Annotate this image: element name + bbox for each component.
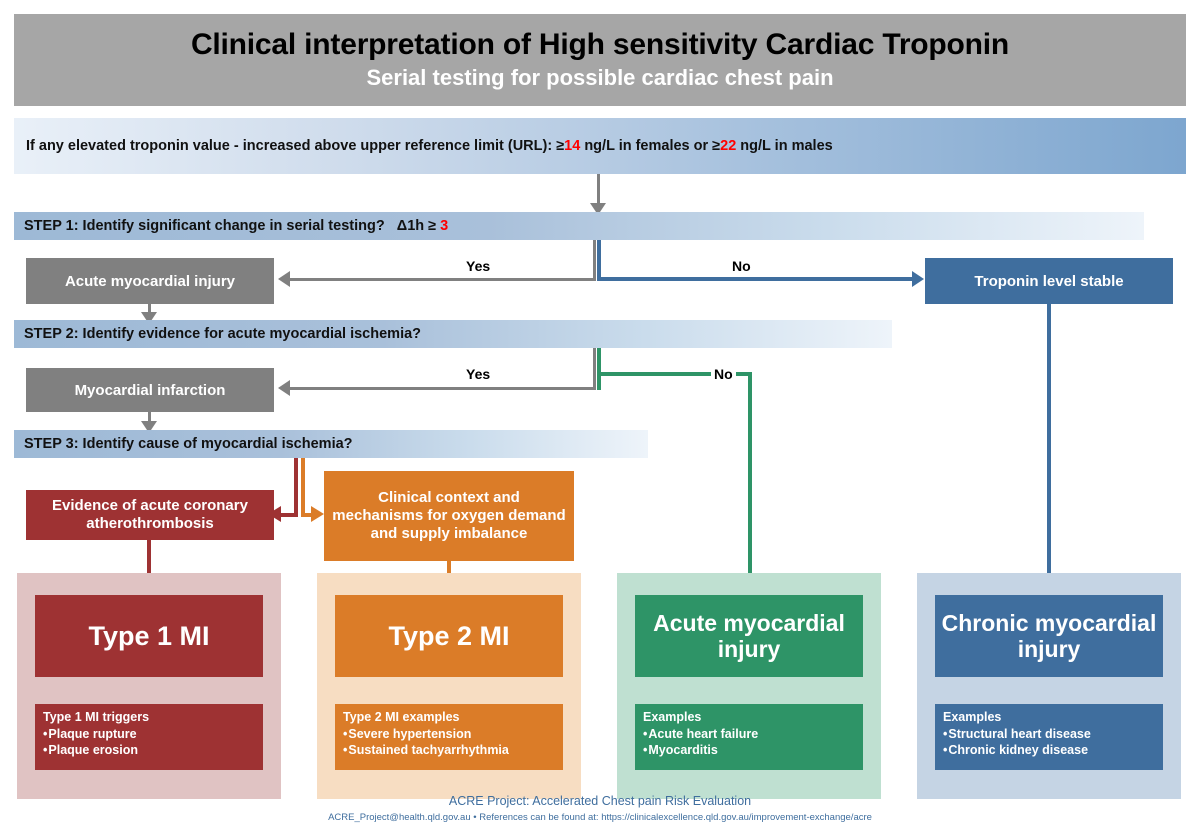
connector-step3-to-left-box bbox=[280, 513, 298, 517]
outcome-examples-title-type2: Type 2 MI examples bbox=[343, 710, 460, 724]
connector-acuteinjury-to-step2 bbox=[148, 304, 151, 316]
connector-mi-to-step3 bbox=[148, 412, 151, 424]
list-item: Plaque erosion bbox=[43, 742, 255, 758]
outcome-panel-acute-injury: Acute myocardial injury Examples Acute h… bbox=[617, 573, 881, 799]
outcome-examples-title-chronic-injury: Examples bbox=[943, 710, 1002, 724]
arrowhead-step1-no bbox=[912, 271, 924, 287]
outcome-heading-type1: Type 1 MI bbox=[35, 595, 263, 677]
acute-myocardial-injury-box: Acute myocardial injury bbox=[26, 258, 274, 304]
edge-label-step1-yes: Yes bbox=[463, 259, 494, 273]
edge-label-step1-no: No bbox=[729, 259, 754, 273]
list-item: Sustained tachyarrhythmia bbox=[343, 742, 555, 758]
troponin-level-stable-box: Troponin level stable bbox=[925, 258, 1173, 304]
connector-troponin-to-chronic bbox=[1047, 304, 1051, 588]
connector-step2-no-horizontal bbox=[597, 372, 752, 376]
connector-step2-junction-green bbox=[597, 348, 601, 390]
url-female-threshold: 14 bbox=[564, 138, 581, 154]
list-item: Severe hypertension bbox=[343, 726, 555, 742]
step-1-bar: STEP 1: Identify significant change in s… bbox=[14, 212, 1144, 240]
step-1-delta-value: 3 bbox=[440, 218, 449, 234]
list-item: Plaque rupture bbox=[43, 726, 255, 742]
connector-step2-no-vertical bbox=[748, 372, 752, 588]
step-2-bar: STEP 2: Identify evidence for acute myoc… bbox=[14, 320, 892, 348]
list-item: Acute heart failure bbox=[643, 726, 855, 742]
footer-contact-line: ACRE_Project@health.qld.gov.au • Referen… bbox=[328, 812, 872, 823]
footer-project-title: ACRE Project: Accelerated Chest pain Ris… bbox=[448, 794, 752, 808]
title-block: Clinical interpretation of High sensitiv… bbox=[14, 14, 1186, 106]
outcome-heading-acute-injury: Acute myocardial injury bbox=[635, 595, 863, 677]
page-subtitle: Serial testing for possible cardiac ches… bbox=[366, 65, 834, 91]
outcome-examples-title-type1: Type 1 MI triggers bbox=[43, 710, 150, 724]
outcome-panel-chronic-injury: Chronic myocardial injury Examples Struc… bbox=[917, 573, 1181, 799]
arrowhead-step1-yes bbox=[278, 271, 290, 287]
clinical-context-box: Clinical context and mechanisms for oxyg… bbox=[324, 471, 574, 561]
step-1-delta-label: Δ1h ≥ bbox=[396, 218, 437, 234]
step-2-label: STEP 2: Identify evidence for acute myoc… bbox=[24, 326, 422, 342]
outcome-examples-list-type2: Severe hypertension Sustained tachyarrhy… bbox=[343, 726, 555, 759]
arrowhead-step2-yes bbox=[278, 380, 290, 396]
outcome-examples-list-acute-injury: Acute heart failure Myocarditis bbox=[643, 726, 855, 759]
connector-step1-no bbox=[597, 277, 913, 281]
outcome-examples-list-type1: Plaque rupture Plaque erosion bbox=[43, 726, 255, 759]
connector-step1-junction-grey bbox=[593, 240, 596, 280]
list-item: Myocarditis bbox=[643, 742, 855, 758]
connector-banner-to-step1 bbox=[597, 174, 600, 204]
outcome-examples-acute-injury: Examples Acute heart failure Myocarditis bbox=[635, 704, 863, 770]
url-banner-text: If any elevated troponin value - increas… bbox=[26, 138, 833, 154]
connector-step3-to-right-box bbox=[301, 513, 317, 517]
list-item: Structural heart disease bbox=[943, 726, 1155, 742]
connector-step1-junction-blue bbox=[597, 240, 601, 280]
outcome-heading-type2: Type 2 MI bbox=[335, 595, 563, 677]
outcome-heading-chronic-injury: Chronic myocardial injury bbox=[935, 595, 1163, 677]
edge-label-step2-yes: Yes bbox=[463, 367, 494, 381]
outcome-examples-title-acute-injury: Examples bbox=[643, 710, 702, 724]
url-male-threshold: 22 bbox=[720, 138, 737, 154]
step-3-label: STEP 3: Identify cause of myocardial isc… bbox=[24, 436, 353, 452]
connector-step3-dark-red bbox=[294, 458, 298, 516]
outcome-examples-list-chronic-injury: Structural heart disease Chronic kidney … bbox=[943, 726, 1155, 759]
connector-step2-junction-grey bbox=[593, 348, 596, 390]
evidence-acute-coronary-box: Evidence of acute coronary atherothrombo… bbox=[26, 490, 274, 540]
url-banner: If any elevated troponin value - increas… bbox=[14, 118, 1186, 174]
connector-step2-yes bbox=[290, 387, 596, 390]
connector-step3-orange bbox=[301, 458, 305, 516]
myocardial-infarction-box: Myocardial infarction bbox=[26, 368, 274, 412]
edge-label-step2-no: No bbox=[711, 367, 736, 381]
outcome-examples-type1: Type 1 MI triggers Plaque rupture Plaque… bbox=[35, 704, 263, 770]
step-3-bar: STEP 3: Identify cause of myocardial isc… bbox=[14, 430, 648, 458]
step-1-label: STEP 1: Identify significant change in s… bbox=[24, 218, 385, 234]
page-title: Clinical interpretation of High sensitiv… bbox=[190, 27, 1010, 61]
connector-step1-yes bbox=[290, 278, 596, 281]
url-banner-part2: ng/L in females or ≥ bbox=[580, 138, 721, 154]
url-banner-part3: ng/L in males bbox=[736, 138, 833, 154]
outcome-panel-type1: Type 1 MI Type 1 MI triggers Plaque rupt… bbox=[17, 573, 281, 799]
list-item: Chronic kidney disease bbox=[943, 742, 1155, 758]
outcome-examples-chronic-injury: Examples Structural heart disease Chroni… bbox=[935, 704, 1163, 770]
outcome-panel-type2: Type 2 MI Type 2 MI examples Severe hype… bbox=[317, 573, 581, 799]
arrowhead-to-clinical-context-box bbox=[311, 506, 324, 522]
url-banner-part1: If any elevated troponin value - increas… bbox=[26, 138, 565, 154]
connector-evidence-to-type1 bbox=[147, 540, 151, 592]
step-1-text: STEP 1: Identify significant change in s… bbox=[24, 218, 448, 234]
outcome-examples-type2: Type 2 MI examples Severe hypertension S… bbox=[335, 704, 563, 770]
